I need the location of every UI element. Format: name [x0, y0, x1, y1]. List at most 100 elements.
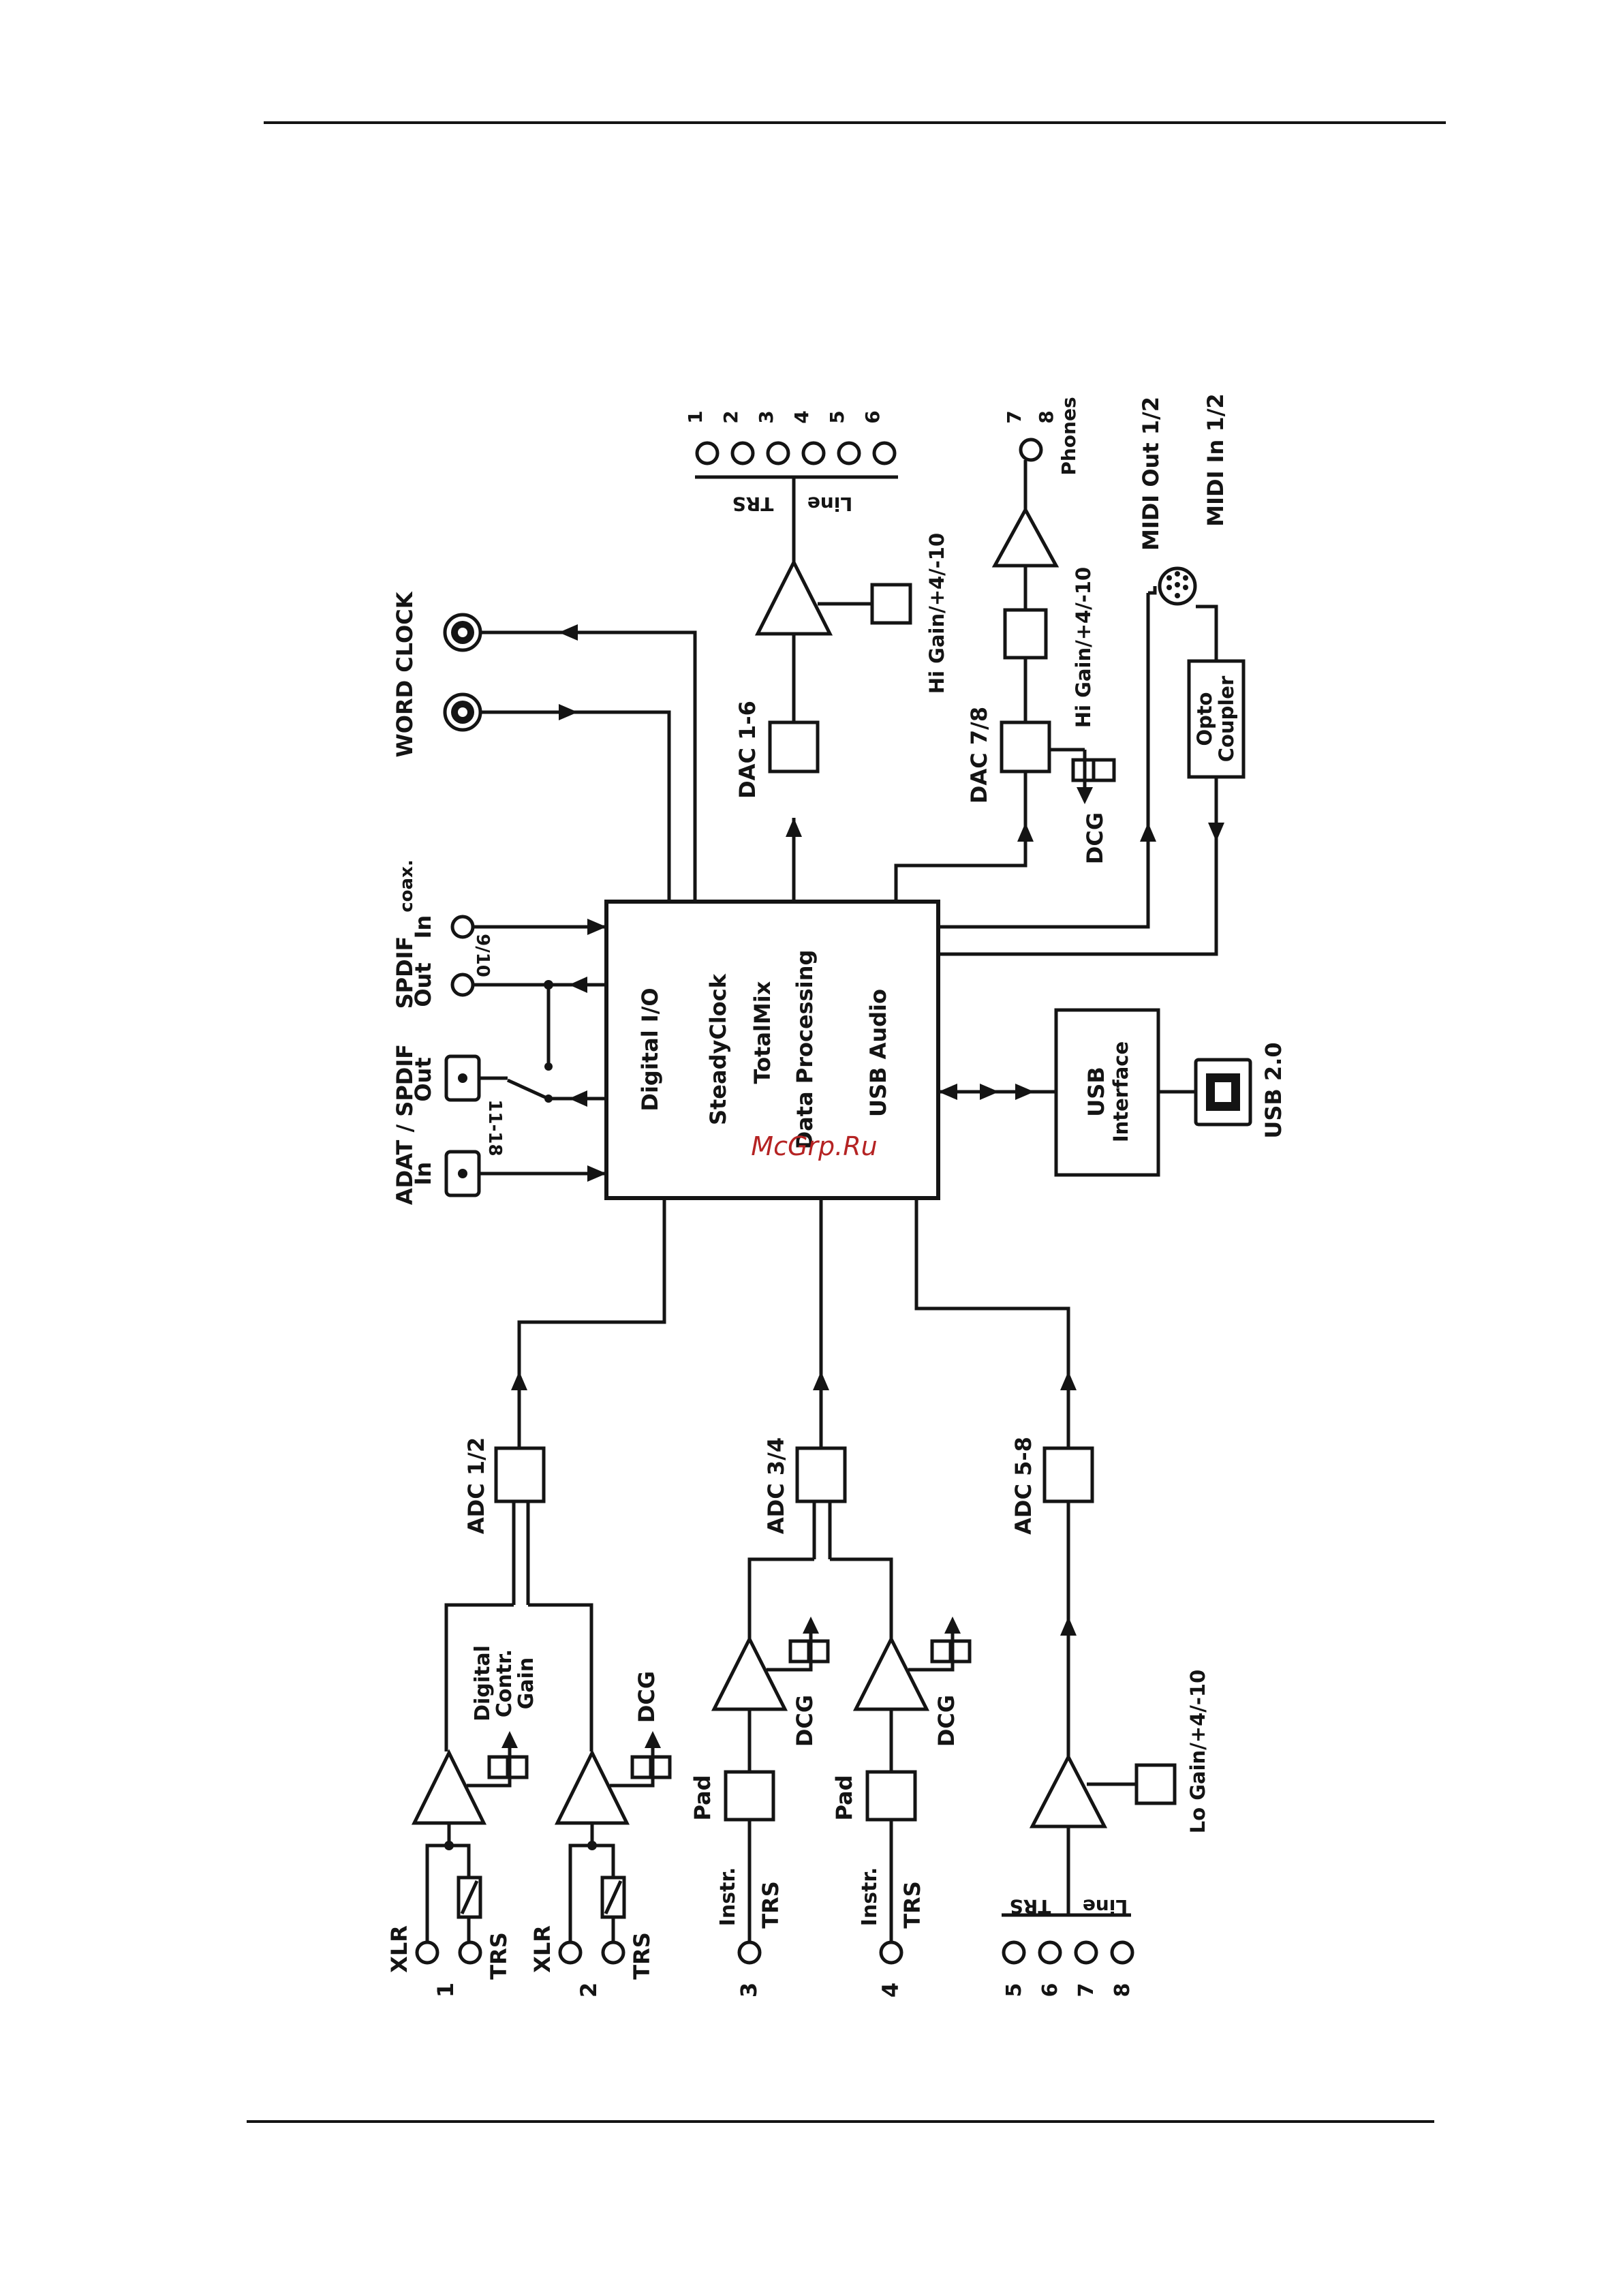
adat-section: ADAT / SPDIF In Out 11-18 [392, 985, 606, 1205]
spdif-title: SPDIF [392, 936, 418, 1009]
word-clock-label: WORD CLOCK [392, 591, 418, 757]
dac78-dcg-label: DCG [1082, 812, 1108, 864]
svg-text:8: 8 [1111, 1983, 1134, 1997]
dac16-block [768, 720, 820, 774]
adc12-gain-label-1: Digital [471, 1645, 495, 1721]
adc34-dcg-label-3: DCG [792, 1695, 818, 1747]
adc58-label: ADC 5-8 [1010, 1437, 1036, 1535]
adc58-level: Line [1083, 1895, 1128, 1918]
usb-block-label-2: Interface [1109, 1041, 1132, 1142]
dac78-gain-box [1003, 608, 1048, 660]
adc12-input-1-trs: TRS [486, 1932, 512, 1980]
word-clock-bnc-2 [443, 613, 482, 652]
adc12-gain-label-2: Contr. [493, 1649, 516, 1717]
word-clock-bnc-1 [443, 692, 482, 732]
spdif-out-label: Out [410, 962, 436, 1007]
dac16-output-numbers: 1 2 3 4 5 6 [684, 410, 884, 423]
instr-jack-3 [737, 1940, 762, 1965]
adc12-label: ADC 1/2 [463, 1437, 489, 1534]
adc58-gain-label: Lo Gain/+4/-10 [1186, 1670, 1209, 1834]
xlr-jack-1 [415, 1940, 439, 1965]
dac78-section: DAC 7/8 DCG Hi Gain/+4/-10 7 8 Phones [894, 397, 1116, 902]
opto-label-2: Coupler [1215, 675, 1238, 762]
dac16-level: Line [807, 493, 852, 515]
adc34-pad-box-4 [865, 1770, 917, 1822]
opto-label-1: Opto [1193, 692, 1216, 746]
svg-text:6: 6 [1038, 1983, 1062, 1997]
xlr-jack-2 [558, 1940, 583, 1965]
adat-out-label: Out [410, 1057, 436, 1101]
adc12-input-2-trs: TRS [629, 1932, 655, 1980]
adat-in-port [444, 1150, 481, 1197]
instr-jack-4 [879, 1940, 903, 1965]
midi-section: Opto Coupler MIDI Out 1/2 MIDI In 1/2 [938, 393, 1246, 956]
usb-interface-block [1054, 1008, 1160, 1177]
midi-in-label: MIDI In 1/2 [1203, 393, 1228, 526]
adc34-input-4-instr: Instr. [858, 1867, 882, 1927]
adc12-gain-label-3: Gain [514, 1657, 538, 1710]
dac16-gain-box [870, 583, 912, 625]
phones-label: Phones [1057, 397, 1080, 475]
dac16-gain-label: Hi Gain/+4/-10 [925, 533, 948, 694]
watermark: McGrp.Ru [751, 1131, 877, 1161]
core-label-data-processing: Data Processing [792, 950, 818, 1150]
trs-jack-2 [601, 1940, 625, 1965]
adc34-input-3-trs: TRS [758, 1881, 784, 1929]
adc58-jacks [1002, 1940, 1134, 1965]
svg-text:5: 5 [1002, 1983, 1026, 1997]
adc12-input-1-xlr: XLR [386, 1925, 412, 1973]
spdif-in-label: In [410, 915, 436, 939]
adc34-amp-3 [711, 1635, 788, 1711]
adc12-input-2-xlr: XLR [529, 1925, 555, 1973]
core-block: Digital I/O SteadyClock TotalMix Data Pr… [604, 900, 940, 1200]
adc12-block [494, 1446, 546, 1503]
adc34-pad-label-3: Pad [690, 1775, 715, 1820]
dac78-label: DAC 7/8 [966, 707, 992, 803]
adat-channels: 11-18 [484, 1099, 505, 1156]
trs-jack-1 [458, 1940, 482, 1965]
svg-text:1: 1 [684, 410, 707, 423]
svg-text:7: 7 [1075, 1983, 1098, 1997]
adc34-input-3-num: 3 [736, 1983, 762, 1997]
adat-title: ADAT / SPDIF [392, 1044, 418, 1205]
usb-block-label-1: USB [1083, 1067, 1109, 1116]
dac78-amp [991, 506, 1060, 568]
core-label-totalmix: TotalMix [749, 981, 775, 1084]
midi-din-connector [1158, 566, 1197, 606]
usb-section: USB Interface USB 2.0 [938, 1008, 1286, 1177]
dac16-connector: TRS [732, 493, 774, 515]
spdif-coax-suffix: coax. [397, 859, 417, 912]
adc34-amp-4 [852, 1635, 930, 1711]
svg-text:2: 2 [720, 410, 742, 423]
svg-text:3: 3 [755, 410, 777, 423]
adc58-amp [1029, 1753, 1108, 1828]
adc12-dcg-label: DCG [634, 1671, 660, 1723]
adc58-gain-box [1134, 1763, 1177, 1805]
adc58-section: ADC 5-8 Lo Gain/+4/-10 TRS Line 5 6 7 8 [914, 1198, 1209, 1997]
adc58-input-numbers: 5 6 7 8 [1002, 1983, 1134, 1997]
adc34-pad-box-3 [724, 1770, 775, 1822]
word-clock-section: WORD CLOCK [392, 591, 697, 902]
midi-out-label: MIDI Out 1/2 [1138, 397, 1164, 551]
core-label-steadyclock: SteadyClock [705, 973, 731, 1125]
spdif-coax-section: SPDIF coax. Out In 9/10 [392, 859, 606, 1009]
svg-text:5: 5 [826, 410, 848, 423]
spdif-out-jack [450, 973, 475, 997]
adc58-block [1042, 1446, 1094, 1503]
phones-jack [1019, 438, 1043, 462]
dac16-label: DAC 1-6 [735, 701, 760, 799]
dac16-jacks [695, 441, 897, 465]
adc34-pad-label-4: Pad [831, 1775, 857, 1820]
adc12-section: ADC 1/2 Digital Contr. Gain XLR 1 TRS DC… [386, 1198, 672, 1997]
adat-in-label: In [410, 1162, 436, 1186]
adc34-block [795, 1446, 847, 1503]
adc12-amp-1 [411, 1749, 487, 1825]
adc58-connector: TRS [1010, 1895, 1051, 1918]
dac16-amp [754, 558, 833, 636]
adat-out-port [444, 1054, 481, 1102]
svg-text:6: 6 [861, 410, 884, 423]
adc12-input-1-num: 1 [433, 1983, 459, 1997]
dac16-section: DAC 1-6 Hi Gain/+4/-10 TRS Line 1 2 3 4 … [684, 410, 948, 902]
dac78-output-8: 8 [1035, 410, 1057, 423]
